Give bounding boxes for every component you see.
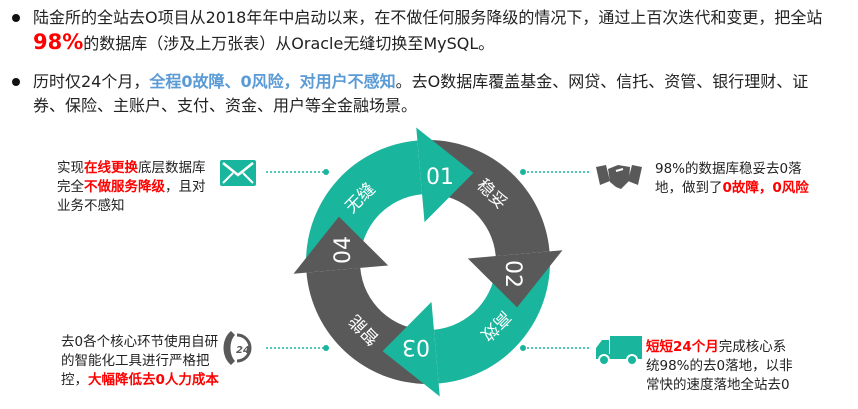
svg-text:24: 24 [236,345,250,356]
cycle-arrow-01 [416,127,474,223]
connector-lines [266,171,590,349]
cycle-number: 01 [426,165,454,190]
envelope-icon [220,160,256,186]
truck-icon [596,336,642,366]
cycle-arrow-04 [293,216,389,274]
desc-bottom-left: 去0各个核心环节使用自研的智能化工具进行严格把控，大幅降低去0人力成本 [61,334,219,388]
highlight-98: 98% [33,30,84,54]
desc-top-right: 98%的数据库稳妥去0落地，做到了0故障，0风险 [655,161,809,196]
desc-top-left: 实现在线更换底层数据库完全不做服务降级，且对业务不感知 [57,160,206,214]
cycle-arrow-03 [382,301,440,397]
bullet-dot [12,78,20,86]
bullet-dot [12,14,20,22]
bullet-2: 历时仅24个月，全程0故障、0风险，对用户不感知。去O数据库覆盖基金、网贷、信托… [12,70,832,118]
desc-bottom-right: 短短24个月完成核心系统98%的去0落地，以非常快的速度落地全站去0 [646,339,793,393]
bullet-text: 历时仅24个月， [33,72,150,91]
highlight-zero-fault: 全程0故障、0风险，对用户不感知 [149,72,396,91]
cycle-number: 02 [500,260,525,288]
cycle-number: 04 [331,236,356,264]
handshake-icon [596,165,642,189]
bullet-text: 的数据库（涉及上万张表）从Oracle无缝切换至MySQL。 [83,34,495,53]
bullet-1: 陆金所的全站去O项目从2018年年中启动以来，在不做任何服务降级的情况下，通过上… [12,6,832,56]
bullet-text: 。去O数据库覆盖基金、网贷、信托、资管、银行理财、证券、保险、主账户、支付、资金… [33,72,809,115]
phone-24-icon: 24 [223,331,252,365]
cycle-number: 03 [402,334,430,359]
cycle-arrow-02 [467,250,563,308]
bullet-text: 陆金所的全站去O项目从2018年年中启动以来，在不做任何服务降级的情况下，通过上… [33,8,823,27]
